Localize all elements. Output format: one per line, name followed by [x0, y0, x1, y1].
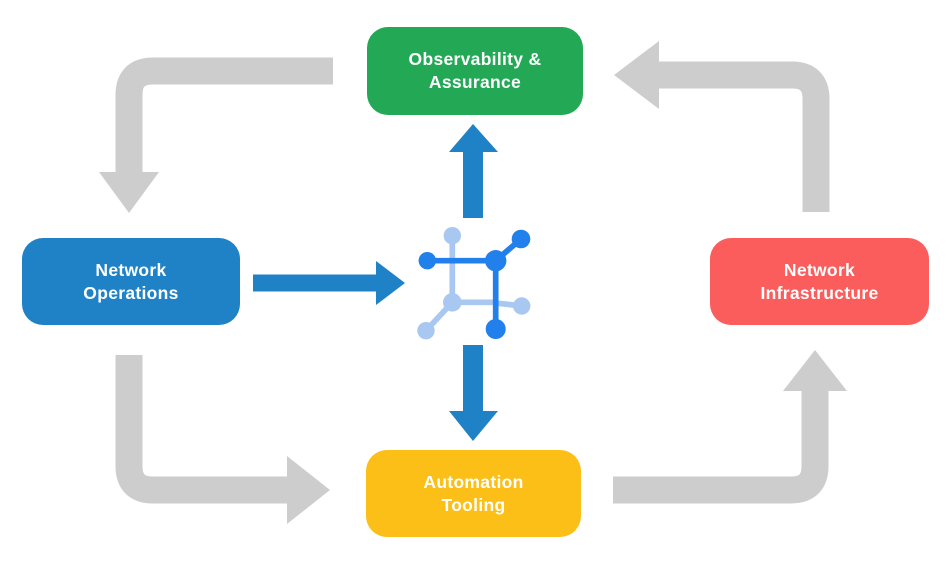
node-label-line1: Observability & [408, 49, 542, 69]
node-observability-assurance: Observability & Assurance [367, 27, 583, 115]
arrow-observability-to-operations [99, 57, 333, 213]
arrow-automation-to-infrastructure [613, 350, 847, 504]
network-platform-icon-nodes [417, 227, 531, 340]
arrow-platform-to-observability [449, 124, 498, 218]
node-network-operations: Network Operations [22, 238, 240, 325]
arrow-infrastructure-to-observability [614, 41, 830, 212]
node-label-line2: Tooling [441, 494, 506, 515]
node-label-line2: Operations [83, 282, 179, 303]
node-network-infrastructure: Network Infrastructure [710, 238, 929, 325]
node-label-line1: Automation [423, 471, 524, 492]
arrow-operations-to-platform [253, 261, 405, 305]
network-platform-icon [417, 227, 531, 340]
node-label-line2: Infrastructure [760, 282, 879, 303]
node-label-line2: Assurance [428, 72, 522, 92]
arrow-operations-to-automation [115, 355, 330, 524]
node-label-line1: Network [95, 259, 167, 280]
node-label-line1: Network [783, 259, 856, 280]
arrow-platform-to-automation [449, 345, 498, 441]
node-automation-tooling: Automation Tooling [366, 450, 581, 537]
